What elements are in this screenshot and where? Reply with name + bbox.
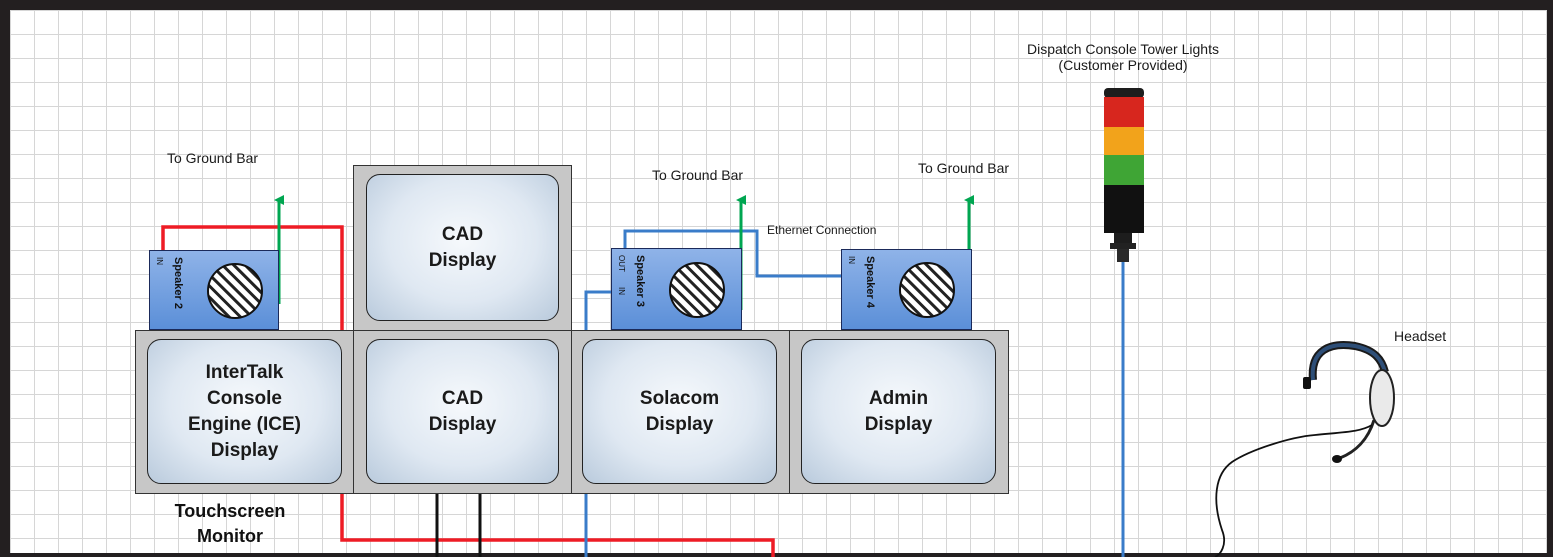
intertalk-display: InterTalk Console Engine (ICE) Display (147, 339, 342, 484)
cad-display-bottom: CAD Display (366, 339, 559, 484)
cad-display-top: CAD Display (366, 174, 559, 321)
headset-label: Headset (1394, 328, 1447, 344)
solacom-bezel: Solacom Display (571, 330, 791, 494)
ground-bar-label-2: To Ground Bar (652, 167, 744, 183)
ground-bar-label-3: To Ground Bar (918, 160, 1010, 176)
speaker-2: IN Speaker 2 (149, 250, 279, 330)
intertalk-bezel: InterTalk Console Engine (ICE) Display (135, 330, 355, 494)
cad-top-bezel: CAD Display (353, 165, 572, 331)
tower-lights-label-line2: (Customer Provided) (1058, 57, 1188, 73)
ground-bar-label-1: To Ground Bar (167, 150, 259, 166)
tower-lights-label: Dispatch Console Tower Lights (Customer … (960, 41, 1286, 73)
ethernet-connection-label: Ethernet Connection (767, 223, 877, 237)
speaker-4-grille-icon (899, 262, 955, 318)
tower-lights-label-line1: Dispatch Console Tower Lights (1027, 41, 1219, 57)
tower-light (1104, 88, 1144, 262)
admin-display: Admin Display (801, 339, 996, 484)
speaker-2-label: Speaker 2 (172, 257, 184, 309)
solacom-display: Solacom Display (582, 339, 777, 484)
touchscreen-caption: Touchscreen Monitor (150, 499, 310, 549)
speaker-2-grille-icon (207, 263, 263, 319)
speaker-3-grille-icon (669, 262, 725, 318)
cad-bottom-bezel: CAD Display (353, 330, 572, 494)
speaker-3-label: Speaker 3 (634, 255, 646, 307)
touchscreen-caption-line2: Monitor (197, 526, 263, 546)
speaker-3-port-in: IN (617, 287, 626, 295)
speaker-3-port-out: OUT (617, 255, 626, 272)
touchscreen-caption-line1: Touchscreen (174, 501, 286, 521)
speaker-4-port-in: IN (847, 256, 856, 264)
admin-bezel: Admin Display (789, 330, 1009, 494)
headset-icon (1214, 341, 1395, 557)
speaker-4-label: Speaker 4 (864, 256, 876, 308)
speaker-2-port-in: IN (155, 257, 164, 265)
speaker-3: OUT IN Speaker 3 (611, 248, 742, 330)
speaker-4: IN Speaker 4 (841, 249, 972, 330)
